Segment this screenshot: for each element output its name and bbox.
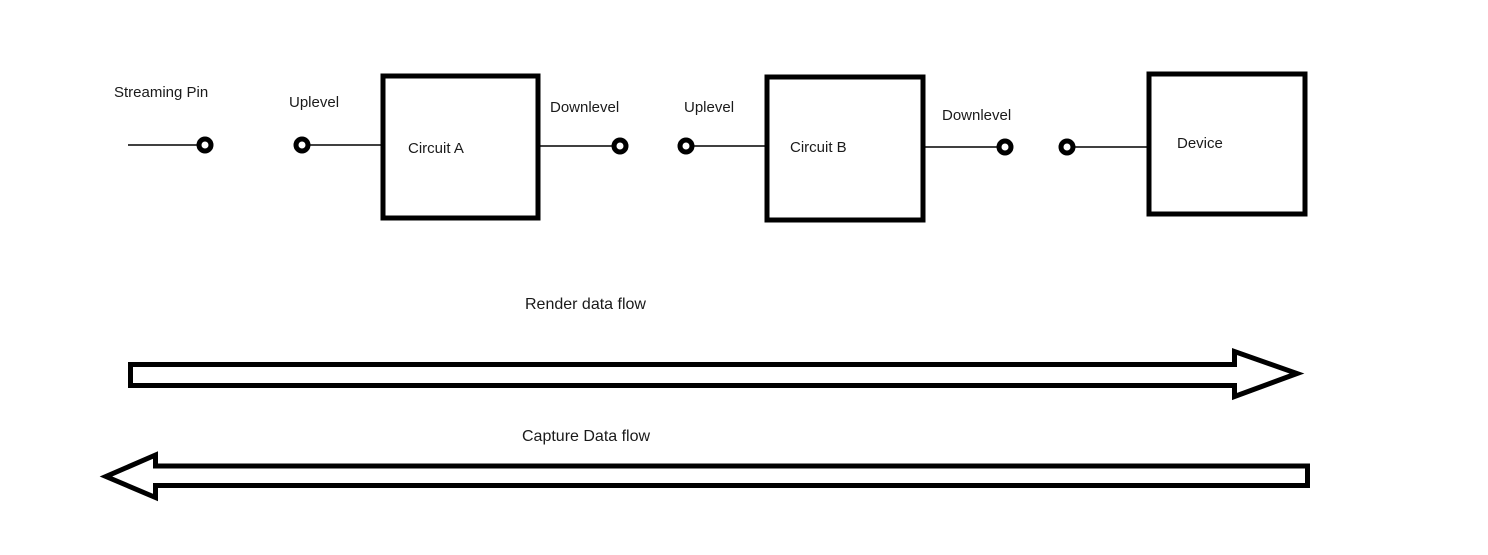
render-flow-label: Render data flow	[525, 296, 646, 313]
streaming-pin-label: Streaming Pin	[114, 84, 208, 101]
circuit-b-downlevel-label: Downlevel	[942, 107, 1011, 124]
device-pin-icon	[1058, 138, 1076, 156]
circuit-b-uplevel-label: Uplevel	[684, 99, 734, 116]
circuit-a-uplevel-group: Uplevel	[289, 94, 381, 154]
circuit-b-uplevel-pin-icon	[677, 137, 695, 155]
circuit-a-box	[380, 73, 541, 221]
circuit-a-downlevel-label: Downlevel	[550, 99, 619, 116]
circuit-a-uplevel-pin-icon	[293, 136, 311, 154]
device-node: Device	[1146, 71, 1308, 217]
streaming-pin-group: Streaming Pin	[114, 84, 214, 154]
circuit-a-downlevel-pin-icon	[611, 137, 629, 155]
streaming-pin-icon	[196, 136, 214, 154]
device-label: Device	[1177, 135, 1223, 152]
circuit-b-label: Circuit B	[790, 139, 847, 156]
circuit-b-node: Circuit B	[764, 74, 926, 223]
capture-flow-label: Capture Data flow	[522, 428, 651, 445]
circuit-b-downlevel-group: Downlevel	[925, 107, 1014, 156]
device-box	[1146, 71, 1308, 217]
circuit-b-downlevel-pin-icon	[996, 138, 1014, 156]
circuit-a-uplevel-label: Uplevel	[289, 94, 339, 111]
capture-flow-left-arrow-icon	[99, 451, 1310, 502]
device-pin-group	[1058, 138, 1147, 156]
circuit-a-downlevel-group: Downlevel	[540, 99, 629, 155]
circuit-a-label: Circuit A	[408, 140, 464, 157]
render-flow-right-arrow-icon	[128, 347, 1305, 401]
circuit-b-uplevel-group: Uplevel	[677, 99, 765, 155]
circuit-b-box	[764, 74, 926, 223]
capture-flow-group: Capture Data flow	[99, 428, 1310, 502]
circuit-a-node: Circuit A	[380, 73, 541, 221]
render-flow-group: Render data flow	[128, 296, 1305, 401]
